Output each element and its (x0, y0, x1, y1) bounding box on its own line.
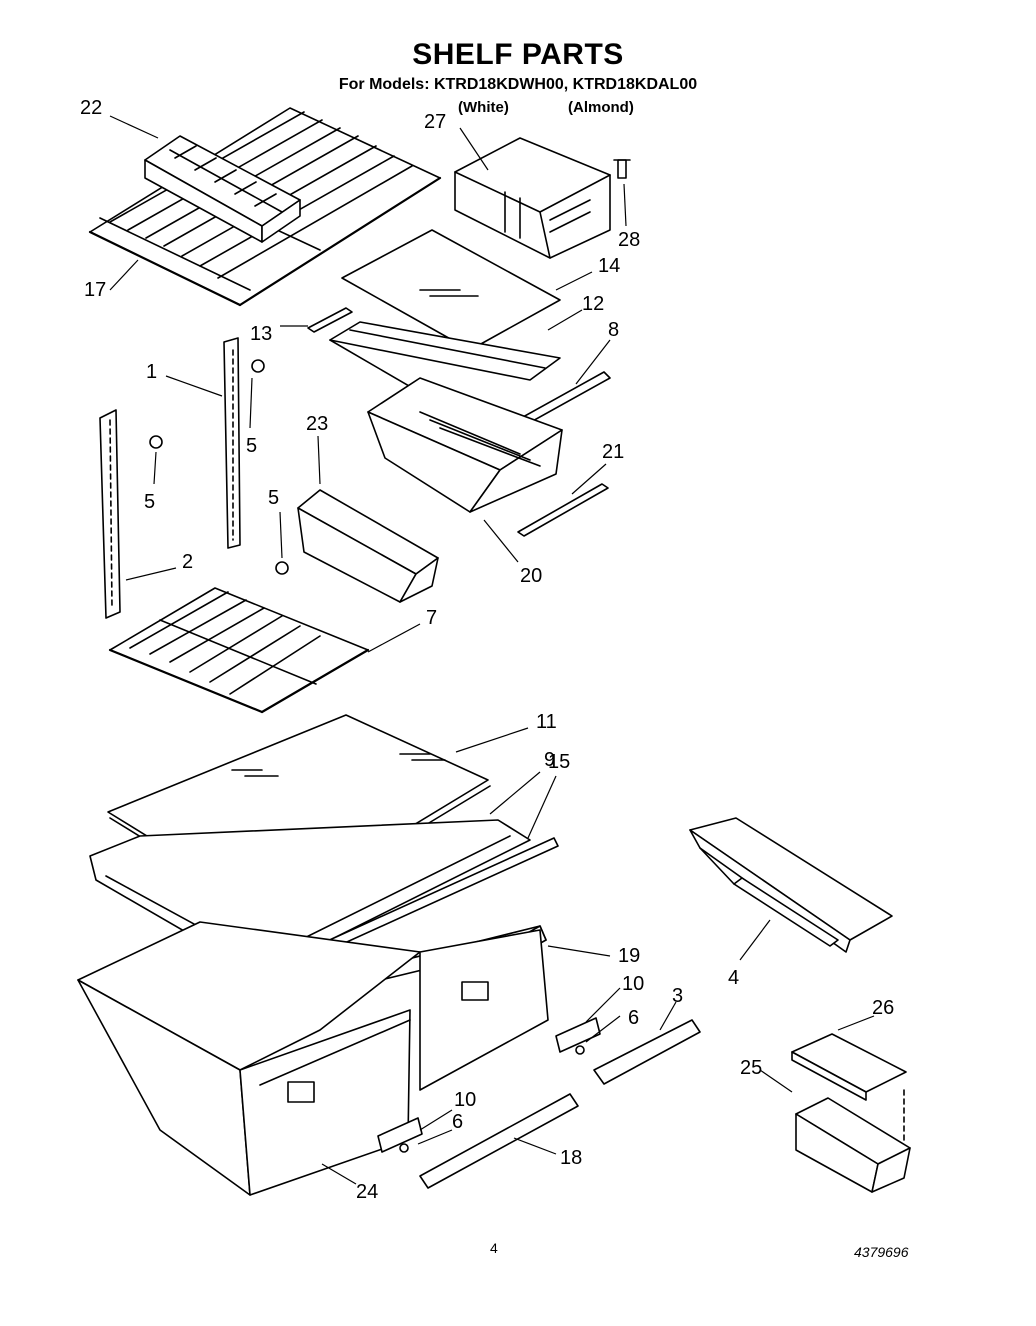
part-25-butter-bin (795, 1089, 911, 1193)
part-2-rail (99, 409, 121, 619)
callout-24: 24 (356, 1181, 379, 1203)
part-26-bin-lid (791, 1033, 907, 1101)
callout-7: 7 (426, 607, 438, 629)
callout-15: 15 (548, 751, 571, 773)
page-title: SHELF PARTS (412, 38, 624, 71)
callout-25: 25 (740, 1057, 763, 1079)
callout-3: 3 (672, 985, 684, 1007)
callout-17: 17 (84, 279, 107, 301)
callout-18: 18 (560, 1147, 583, 1169)
callout-13: 13 (250, 323, 273, 345)
callout-1: 1 (146, 361, 158, 383)
callout-5a: 5 (246, 435, 258, 457)
part-24-crisper-pans (77, 921, 549, 1196)
part-7-wire-shelf (108, 587, 370, 714)
callout-19: 19 (618, 945, 641, 967)
part-18-rail (419, 1093, 579, 1189)
variant-white-label: (White) (458, 99, 509, 116)
leader-lines (109, 115, 875, 1185)
callout-23: 23 (306, 413, 329, 435)
callout-5c: 5 (268, 487, 280, 509)
part-10-6-slides (377, 1017, 601, 1153)
part-20-drawer (367, 377, 563, 513)
part-21-trim-strip (517, 483, 609, 537)
callout-4: 4 (728, 967, 740, 989)
callout-10b: 10 (454, 1089, 477, 1111)
callout-5b: 5 (144, 491, 156, 513)
callout-26: 26 (872, 997, 895, 1019)
callout-12: 12 (582, 293, 605, 315)
callout-20: 20 (520, 565, 543, 587)
callout-14: 14 (598, 255, 621, 277)
callout-27: 27 (424, 111, 447, 133)
callout-6b: 6 (452, 1111, 464, 1133)
page-number: 4 (490, 1240, 498, 1256)
part-28-screw (613, 159, 631, 179)
callout-6a: 6 (628, 1007, 640, 1029)
callout-21: 21 (602, 441, 625, 463)
part-4-control-housing (689, 817, 893, 953)
part-1-rail (223, 337, 241, 549)
document-number: 4379696 (854, 1244, 909, 1260)
part-13-trim (307, 307, 353, 333)
callout-11: 11 (536, 711, 557, 733)
callout-8: 8 (608, 319, 620, 341)
part-5-screws (149, 359, 289, 575)
variant-almond-label: (Almond) (568, 99, 634, 116)
models-line: For Models: KTRD18KDWH00, KTRD18KDAL00 (338, 76, 698, 93)
part-14-glass-shelf (341, 229, 561, 351)
callout-9: 9 (544, 749, 556, 771)
callout-10a: 10 (622, 973, 645, 995)
part-23-door-bin (297, 489, 439, 603)
callout-2: 2 (182, 551, 194, 573)
part-3-rail (593, 1019, 701, 1085)
callout-22: 22 (80, 97, 103, 119)
part-22-ice-tray (144, 135, 301, 243)
part-27-bracket (454, 137, 611, 259)
callout-28: 28 (618, 229, 641, 251)
